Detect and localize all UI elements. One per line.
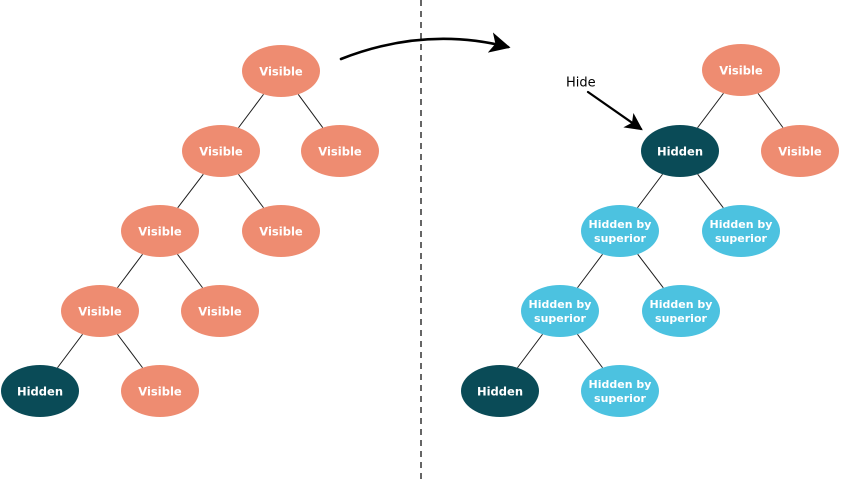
node-ellipse[interactable]: [182, 125, 260, 177]
tree-edge: [117, 333, 143, 369]
tree-edge: [637, 253, 664, 289]
tree-edge: [757, 93, 784, 128]
node-ellipse[interactable]: [242, 45, 320, 97]
tree-edge: [577, 253, 603, 289]
node-ellipse[interactable]: [702, 205, 780, 257]
tree-node-visible[interactable]: Visible: [702, 44, 780, 96]
tree-edge: [297, 94, 324, 128]
node-ellipse[interactable]: [242, 205, 320, 257]
tree-edge: [177, 173, 204, 209]
tree-edge: [117, 253, 143, 289]
tree-edge: [57, 333, 83, 369]
after-tree-edges: [517, 92, 784, 369]
node-ellipse[interactable]: [461, 365, 539, 417]
tree-edge: [697, 173, 724, 209]
node-ellipse[interactable]: [121, 205, 199, 257]
tree-node-visible[interactable]: Visible: [761, 125, 839, 177]
node-ellipse[interactable]: [642, 285, 720, 337]
tree-node-visible[interactable]: Visible: [182, 125, 260, 177]
hide-label: Hide: [566, 76, 596, 91]
tree-node-hidden[interactable]: Hidden: [461, 365, 539, 417]
node-ellipse[interactable]: [581, 205, 659, 257]
tree-node-visible[interactable]: Visible: [121, 365, 199, 417]
tree-edge: [637, 173, 663, 209]
node-ellipse[interactable]: [61, 285, 139, 337]
tree-node-visible[interactable]: Visible: [242, 45, 320, 97]
node-ellipse[interactable]: [1, 365, 79, 417]
before-tree-edges: [57, 93, 324, 369]
hide-arrow: [586, 90, 643, 131]
node-ellipse[interactable]: [581, 365, 659, 417]
node-ellipse[interactable]: [702, 44, 780, 96]
curved-transition-arrow: [339, 32, 511, 61]
tree-edge: [517, 333, 543, 369]
tree-edge: [577, 333, 603, 369]
tree-node-visible[interactable]: Visible: [181, 285, 259, 337]
tree-node-hidden[interactable]: Hidden: [641, 125, 719, 177]
tree-edge: [177, 253, 203, 289]
node-ellipse[interactable]: [121, 365, 199, 417]
tree-edge: [238, 93, 264, 129]
node-ellipse[interactable]: [521, 285, 599, 337]
node-ellipse[interactable]: [761, 125, 839, 177]
tree-node-visible[interactable]: Visible: [121, 205, 199, 257]
tree-node-visible[interactable]: Visible: [301, 125, 379, 177]
tree-node-visible[interactable]: Visible: [61, 285, 139, 337]
tree-edge: [238, 173, 264, 209]
node-ellipse[interactable]: [641, 125, 719, 177]
node-ellipse[interactable]: [301, 125, 379, 177]
tree-node-visible[interactable]: Visible: [242, 205, 320, 257]
tree-node-hidden[interactable]: Hidden: [1, 365, 79, 417]
node-ellipse[interactable]: [181, 285, 259, 337]
hide-callout: Hide: [566, 76, 643, 131]
tree-edge: [697, 92, 724, 129]
